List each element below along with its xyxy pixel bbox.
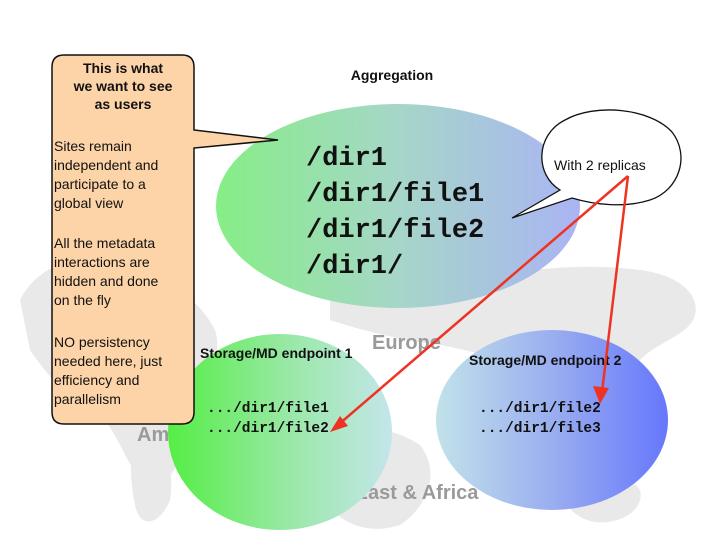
aggregation-ellipse xyxy=(216,104,580,308)
callout-box xyxy=(51,54,279,425)
callout-heading: we want to see xyxy=(73,78,173,94)
aggregation-entry: /dir1/file1 xyxy=(306,180,484,210)
endpoint-1-ellipse xyxy=(168,334,392,530)
endpoint-2-file: .../dir1/file2 xyxy=(479,401,601,417)
callout-line: NO persistency xyxy=(54,334,150,350)
aggregation-entries: /dir1 /dir1/file1 /dir1/file2 /dir1/ xyxy=(306,144,484,282)
callout-line: global view xyxy=(54,195,124,211)
aggregation-entry: /dir1/ xyxy=(306,252,403,282)
replica-bubble: With 2 replicas xyxy=(511,109,682,219)
replica-arrow-to-endpoint-1 xyxy=(337,175,629,426)
callout-line: efficiency and xyxy=(54,372,139,388)
callout-line: needed here, just xyxy=(54,353,162,369)
replica-bubble-shape xyxy=(511,109,682,219)
replica-arrow-to-endpoint-2 xyxy=(600,175,630,393)
aggregation-entry: /dir1/file2 xyxy=(306,216,484,246)
endpoint-1-file: .../dir1/file2 xyxy=(207,421,329,437)
map-label-europe: Europe xyxy=(372,332,441,354)
callout-line: interactions are xyxy=(54,254,150,270)
callout-heading: as users xyxy=(95,96,152,112)
replica-arrows xyxy=(330,175,630,432)
user-view-callout: This is what we want to see as users Sit… xyxy=(51,54,279,425)
replica-bubble-text: With 2 replicas xyxy=(554,157,646,173)
endpoint-2-ellipse xyxy=(436,330,668,510)
callout-line: parallelism xyxy=(54,391,121,407)
arrowhead-icon xyxy=(593,386,609,404)
callout-line: hidden and done xyxy=(54,273,159,289)
callout-line: Sites remain xyxy=(54,138,132,154)
endpoint-1-label: Storage/MD endpoint 1 xyxy=(200,345,353,361)
aggregation-entry: /dir1 xyxy=(306,144,387,174)
callout-line: participate to a xyxy=(54,176,146,192)
callout-line: independent and xyxy=(54,157,158,173)
slide-title: Aggregation xyxy=(351,67,433,83)
callout-line: on the fly xyxy=(54,292,111,308)
arrowhead-icon xyxy=(330,416,348,432)
endpoint-2-file: .../dir1/file3 xyxy=(479,421,601,437)
callout-line: All the metadata xyxy=(54,235,155,251)
callout-heading: This is what xyxy=(83,60,163,76)
endpoint-1-file: .../dir1/file1 xyxy=(207,401,329,417)
endpoint-2-label: Storage/MD endpoint 2 xyxy=(469,352,622,368)
